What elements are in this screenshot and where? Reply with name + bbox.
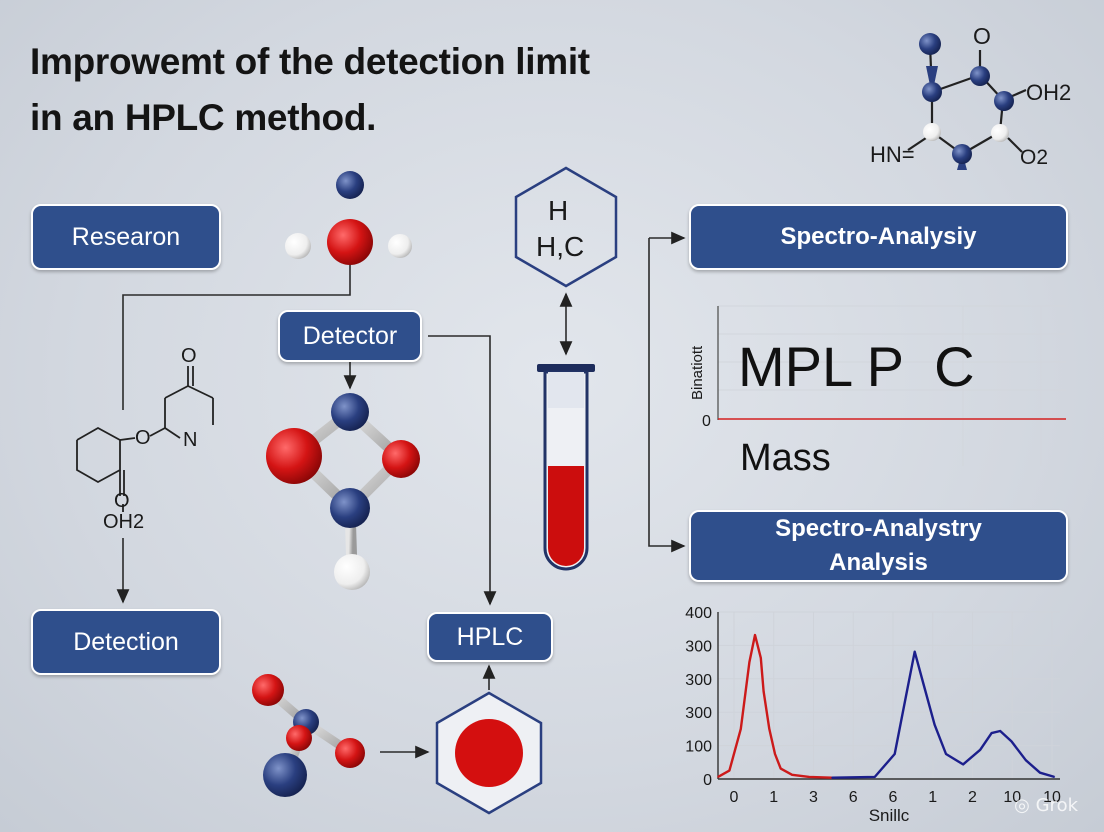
chart-x-tick: 6 bbox=[889, 789, 898, 806]
chart-point bbox=[1053, 776, 1056, 778]
chart-point bbox=[962, 763, 964, 766]
title-line-2: in an HPLC method. bbox=[30, 97, 377, 138]
chart-ticks: 0 100 300 300 300 400 0 1 3 6 6 1 2 10 10 bbox=[685, 605, 1061, 806]
chart-y-tick: 0 bbox=[703, 772, 712, 789]
chart-point bbox=[831, 776, 833, 779]
chart-series bbox=[717, 633, 1056, 779]
ring-label-oh2: OH2 bbox=[1026, 80, 1071, 105]
hex-label-hc: H,C bbox=[536, 231, 584, 262]
chart-point bbox=[979, 749, 981, 751]
chart-x-tick: 10 bbox=[1043, 789, 1061, 806]
connector-detector-hplc bbox=[428, 335, 497, 606]
chart-point bbox=[754, 634, 756, 636]
chart-grid bbox=[718, 611, 1060, 780]
left-label-o-top: O bbox=[181, 345, 197, 367]
chart-x-tick: 1 bbox=[928, 789, 937, 806]
test-tube bbox=[537, 364, 595, 571]
chart-point bbox=[748, 661, 751, 663]
chart-x-label: Snillc bbox=[869, 806, 910, 825]
ring-label-o2: O2 bbox=[1020, 146, 1048, 169]
research-box: Researon bbox=[31, 204, 221, 270]
mass-ylabel: Binatiott bbox=[689, 345, 706, 400]
hplc-box: HPLC bbox=[427, 612, 553, 662]
chart-point bbox=[990, 732, 993, 734]
chart-point bbox=[1010, 740, 1013, 743]
chart-point bbox=[893, 753, 896, 755]
page-title: Improwemt of the detection limit in an H… bbox=[30, 34, 710, 146]
chart-axes bbox=[717, 612, 1060, 780]
chart-point bbox=[768, 728, 771, 730]
mass-xlabel: Mass bbox=[740, 437, 831, 479]
mass-panel: Binatiott 0 MPL P C Mass bbox=[689, 305, 1066, 479]
ring-label-o-top: O bbox=[973, 23, 991, 49]
chart-point bbox=[933, 723, 936, 726]
chart-series-line-1 bbox=[717, 633, 833, 779]
chromatogram-chart: 0 100 300 300 300 400 0 1 3 6 6 1 2 10 10 Snillc bbox=[685, 605, 1061, 825]
title-line-1: Improwemt of the detection limit bbox=[30, 41, 590, 82]
chart-point bbox=[874, 776, 876, 778]
chart-x-tick: 3 bbox=[809, 789, 818, 806]
chart-y-tick: 300 bbox=[685, 705, 712, 722]
molecule-bottom-left bbox=[252, 674, 365, 797]
chart-x-tick: 10 bbox=[1003, 789, 1021, 806]
connector-spectro-bottom bbox=[648, 238, 686, 553]
mass-zero: 0 bbox=[702, 413, 711, 430]
chart-series-line-2 bbox=[831, 650, 1055, 779]
chart-x-tick: 2 bbox=[968, 789, 977, 806]
chart-point bbox=[905, 694, 907, 697]
chart-x-tick: 1 bbox=[769, 789, 778, 806]
watermark: ◎ Grok bbox=[1014, 795, 1078, 816]
chart-point bbox=[717, 776, 719, 778]
spectro-bottom-line-2: Analysis bbox=[829, 549, 928, 576]
chart-point bbox=[913, 650, 916, 653]
chart-point bbox=[760, 657, 762, 659]
chart-point bbox=[791, 774, 793, 776]
left-label-o-mid: O bbox=[135, 427, 151, 449]
chart-y-tick: 400 bbox=[685, 605, 712, 622]
chart-point bbox=[740, 728, 742, 730]
left-label-n: N bbox=[183, 429, 197, 451]
hex-label-h: H bbox=[548, 195, 568, 226]
spectro-analysis-bottom-box: Spectro-Analystry Analysis bbox=[689, 510, 1068, 582]
spectro-analysis-top-box: Spectro-Analysiy bbox=[689, 204, 1068, 270]
molecule-top-right-ring: O OH2 HN= O2 bbox=[870, 23, 1071, 170]
chart-point bbox=[922, 682, 924, 684]
chart-point bbox=[774, 753, 776, 755]
hexagon-hc: H H,C bbox=[514, 166, 618, 288]
ring-label-hn: HN= bbox=[870, 142, 915, 167]
detector-box: Detector bbox=[278, 310, 422, 362]
molecule-top-center bbox=[285, 171, 412, 265]
spectro-bottom-line-1: Spectro-Analystry bbox=[775, 515, 982, 542]
chart-x-tick: 6 bbox=[849, 789, 858, 806]
chart-point bbox=[728, 769, 731, 772]
left-label-oh2: OH2 bbox=[103, 511, 144, 533]
chart-y-tick: 300 bbox=[685, 638, 712, 655]
connector-research-left bbox=[122, 262, 351, 410]
chart-point bbox=[1025, 759, 1027, 761]
chart-point bbox=[945, 753, 947, 755]
hexagon-red bbox=[435, 691, 543, 815]
chart-point bbox=[999, 730, 1001, 732]
chart-y-tick: 100 bbox=[685, 739, 712, 756]
connector-lines bbox=[116, 231, 686, 759]
molecule-left-skeletal: O N O O OH2 bbox=[76, 345, 214, 533]
watermark-text: Grok bbox=[1035, 795, 1078, 816]
left-label-o-bottom: O bbox=[114, 490, 130, 512]
chart-point bbox=[762, 690, 765, 693]
detection-box: Detection bbox=[31, 609, 221, 675]
chart-point bbox=[808, 776, 810, 778]
chart-y-tick: 300 bbox=[685, 672, 712, 689]
chart-point bbox=[1039, 771, 1041, 774]
chart-x-tick: 0 bbox=[730, 789, 739, 806]
mass-big-text: MPL P C bbox=[738, 335, 975, 398]
chart-point bbox=[779, 767, 782, 770]
molecule-center bbox=[266, 393, 420, 590]
